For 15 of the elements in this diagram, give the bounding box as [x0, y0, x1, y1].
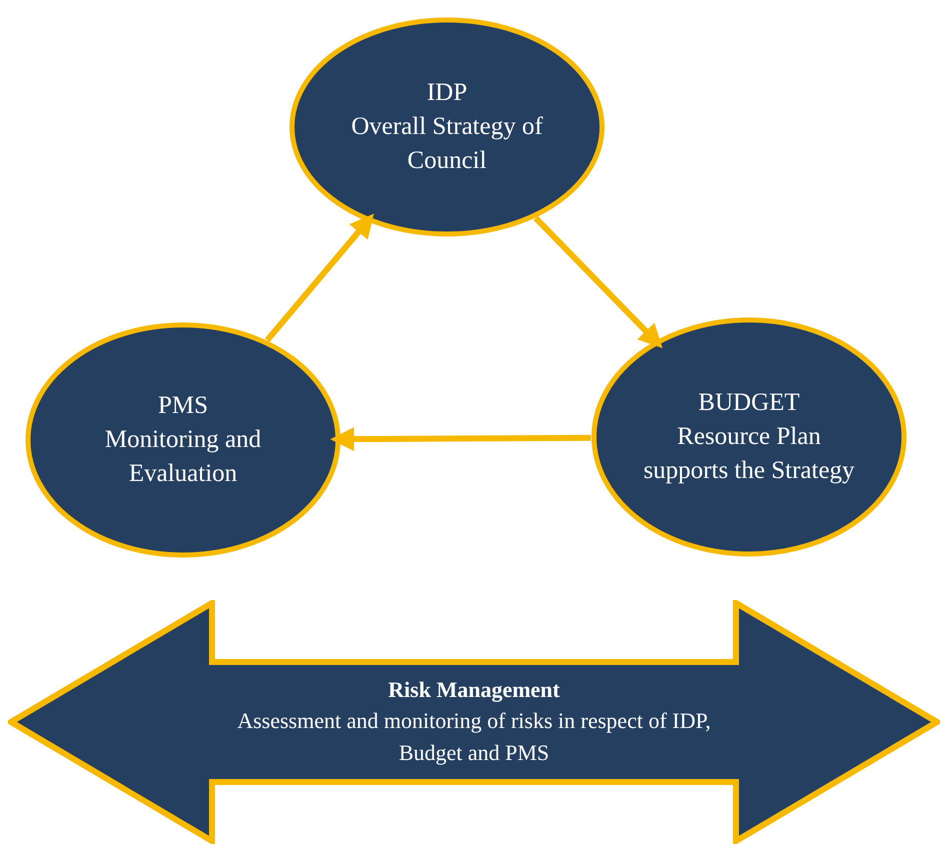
node-text: Resource Plan supports the Strategy	[642, 422, 856, 486]
node-heading: IDP	[426, 78, 468, 108]
node-text: Monitoring and Evaluation	[104, 425, 262, 489]
double-arrow-banner	[8, 600, 940, 844]
node-text: Assessment and monitoring of risks in respect of IDP, Budget and PMS	[236, 707, 712, 767]
arrow	[534, 216, 663, 348]
ellipse-node	[591, 317, 907, 557]
node-heading: BUDGET	[698, 388, 800, 418]
node-heading: PMS	[158, 391, 208, 421]
node-heading: Risk Management	[388, 676, 560, 704]
arrow	[330, 427, 592, 452]
node-text: Overall Strategy of Council	[350, 112, 544, 176]
arrow	[264, 214, 374, 342]
ellipse-node	[25, 322, 341, 558]
ellipse-node	[289, 17, 605, 237]
